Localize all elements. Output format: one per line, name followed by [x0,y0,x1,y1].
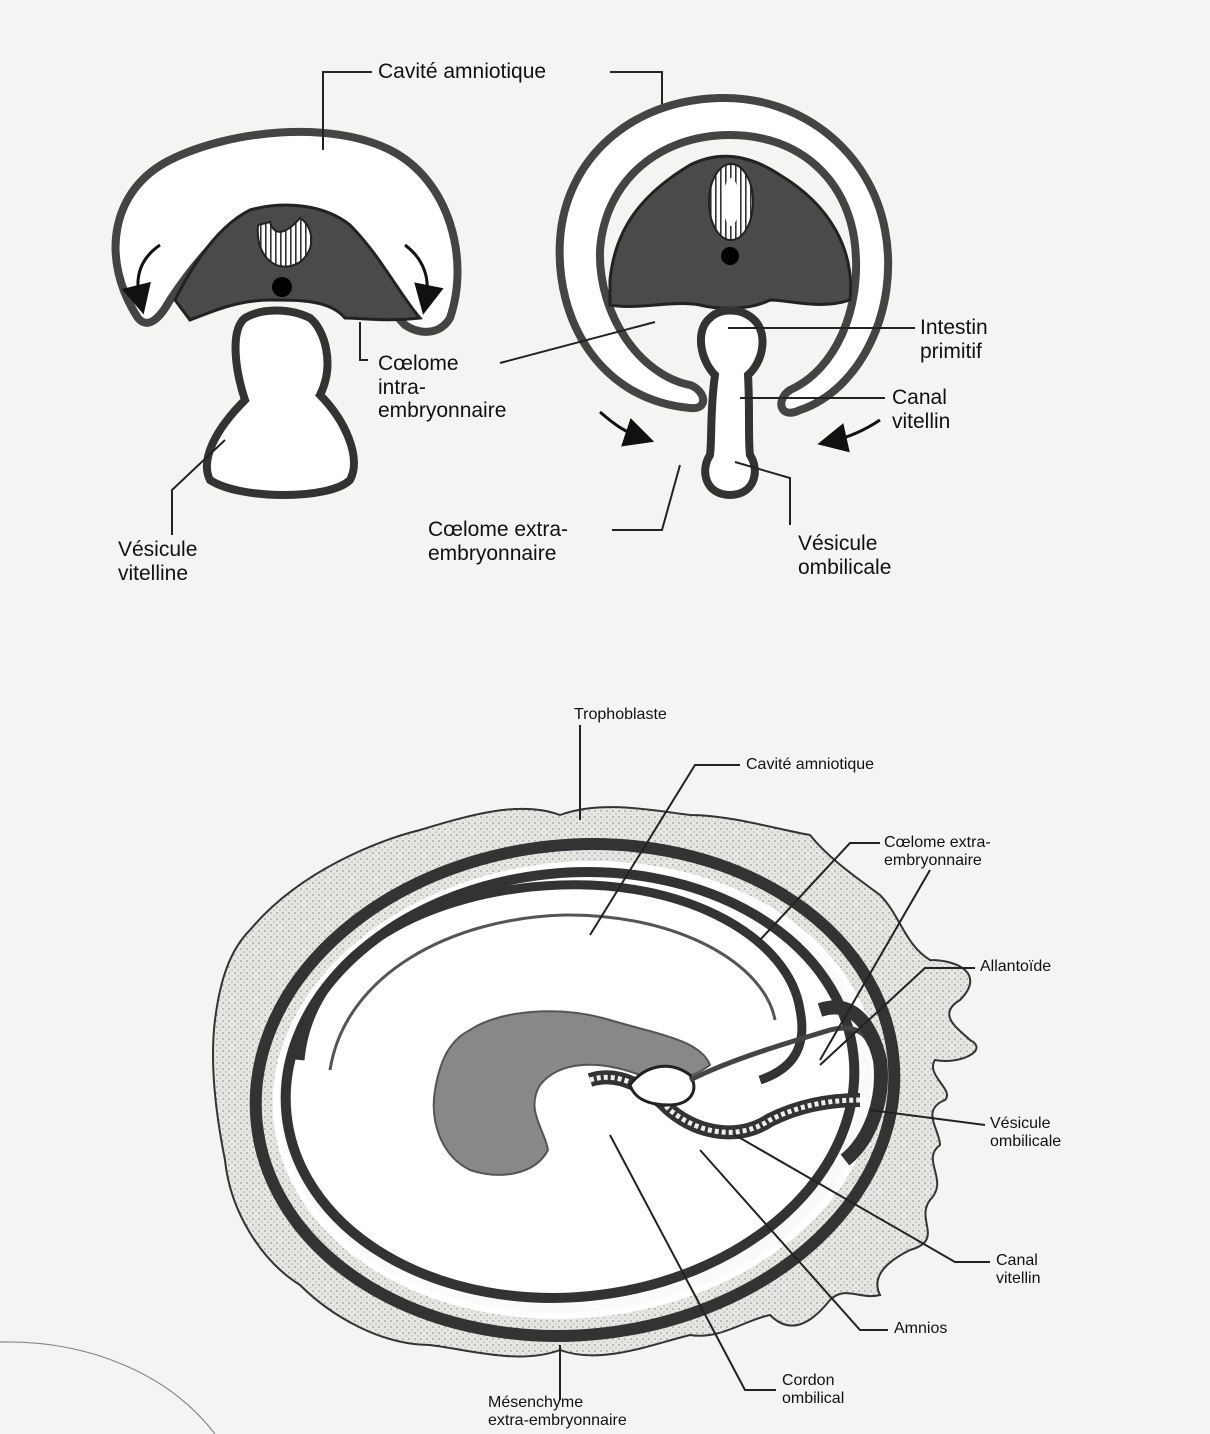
page-edge-curve [0,1342,215,1434]
leader-coelome-extra-top [612,465,680,530]
label-vesicule-vitelline: Vésicule vitelline [118,538,197,585]
label-canal-top: Canal vitellin [892,386,950,433]
label-trophoblaste: Trophoblaste [574,706,667,724]
notochord-left [272,277,292,297]
yolk-sac-left [207,311,354,496]
label-cordon: Cordon ombilical [782,1372,844,1408]
label-coelome-extra-bottom: Cœlome extra- embryonnaire [884,834,991,870]
fold-arrow-right-1 [600,412,640,437]
label-canal-bottom: Canal vitellin [996,1252,1040,1288]
label-mesenchyme: Mésenchyme extra-embryonnaire [488,1394,627,1430]
top-right-embryo [500,98,915,530]
notochord-right [721,247,739,265]
label-intestin: Intestin primitif [920,316,988,363]
label-vesicule-bottom: Vésicule ombilicale [990,1115,1061,1151]
label-coelome-intra: Cœlome intra- embryonnaire [378,352,506,423]
top-left-embryo [116,132,458,535]
chorionic-sac-diagram [213,725,990,1400]
label-cavite-top: Cavité amniotique [378,60,546,84]
fold-arrow-right-2 [832,420,880,441]
neural-canal-right [723,178,739,226]
label-cavite-bottom: Cavité amniotique [746,756,874,774]
label-vesicule-ombilicale-top: Vésicule ombilicale [798,532,891,579]
leader-coelome-intra [360,322,368,360]
label-coelome-extra-top: Cœlome extra- embryonnaire [428,518,568,565]
label-allantoide: Allantoïde [980,958,1051,976]
label-amnios: Amnios [894,1320,947,1338]
